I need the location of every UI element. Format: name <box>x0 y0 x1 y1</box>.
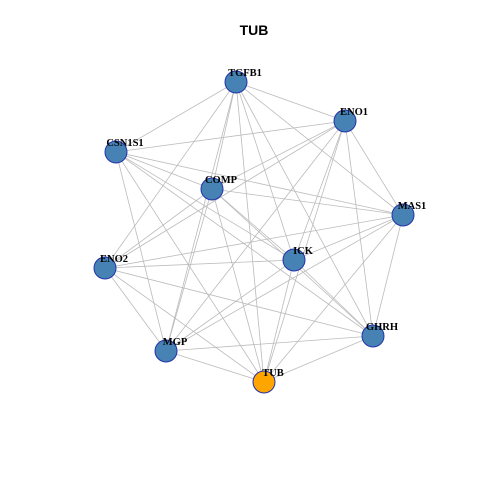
edge-comp-mgp <box>165 188 213 352</box>
node-label-comp: COMP <box>205 175 238 186</box>
node-mas1[interactable] <box>391 203 415 227</box>
edge-mas1-ghrh <box>372 214 404 337</box>
edge-mas1-eno2 <box>104 214 404 269</box>
edge-eno1-ick <box>293 120 346 261</box>
edge-ghrh-mgp <box>165 335 374 352</box>
node-label-eno1: ENO1 <box>340 107 368 118</box>
node-label-csn1s1: CSN1S1 <box>106 138 143 149</box>
node-label-mas1: MAS1 <box>398 201 427 212</box>
edge-tgfb1-mas1 <box>235 81 404 216</box>
edge-tgfb1-eno1 <box>235 81 346 122</box>
node-csn1s1[interactable] <box>104 140 128 164</box>
edge-comp-ick <box>211 188 295 261</box>
node-label-mgp: MGP <box>163 337 188 348</box>
edge-tgfb1-tub <box>235 81 265 383</box>
edge-tgfb1-ghrh <box>235 81 374 337</box>
edge-eno1-csn1s1 <box>115 120 346 153</box>
edge-eno1-ghrh <box>344 120 374 337</box>
edge-mgp-tub <box>165 350 265 383</box>
node-eno1[interactable] <box>333 109 357 133</box>
edge-tgfb1-eno2 <box>104 81 237 269</box>
edge-ick-tub <box>263 259 295 383</box>
edge-tgfb1-ick <box>235 81 295 261</box>
edge-mas1-ick <box>293 214 404 261</box>
edge-tgfb1-mgp <box>165 81 237 352</box>
edge-csn1s1-mas1 <box>115 151 404 216</box>
node-layer <box>93 70 415 394</box>
edge-csn1s1-comp <box>115 151 213 190</box>
node-ghrh[interactable] <box>361 324 385 348</box>
edge-csn1s1-mgp <box>115 151 167 352</box>
edge-comp-eno2 <box>104 188 213 269</box>
edge-layer <box>104 81 404 383</box>
edge-eno2-tub <box>104 267 265 383</box>
graph-title: TUB <box>240 22 269 38</box>
edge-ick-ghrh <box>293 259 374 337</box>
node-tgfb1[interactable] <box>224 70 248 94</box>
edge-eno2-mgp <box>104 267 167 352</box>
node-label-tgfb1: TGFB1 <box>228 68 262 79</box>
edge-eno2-ick <box>104 259 295 269</box>
node-eno2[interactable] <box>93 256 117 280</box>
edge-mas1-mgp <box>165 214 404 352</box>
edge-comp-mas1 <box>211 188 404 216</box>
node-ick[interactable] <box>282 248 306 272</box>
edge-tgfb1-comp <box>211 81 237 190</box>
edge-comp-tub <box>211 188 265 383</box>
edge-csn1s1-ick <box>115 151 295 261</box>
edge-eno1-eno2 <box>104 120 346 269</box>
node-label-ghrh: GHRH <box>366 322 398 333</box>
node-label-eno2: ENO2 <box>100 254 128 265</box>
edge-csn1s1-ghrh <box>115 151 374 337</box>
edge-eno2-ghrh <box>104 267 374 337</box>
edge-eno1-mgp <box>165 120 346 352</box>
edge-eno1-tub <box>263 120 346 383</box>
node-label-ick: ICK <box>293 246 314 257</box>
node-comp[interactable] <box>200 177 224 201</box>
node-tub[interactable] <box>252 370 276 394</box>
node-label-tub: TUB <box>262 368 284 379</box>
edge-eno1-mas1 <box>344 120 404 216</box>
edge-ick-mgp <box>165 259 295 352</box>
node-mgp[interactable] <box>154 339 178 363</box>
edge-tgfb1-csn1s1 <box>115 81 237 153</box>
edge-ghrh-tub <box>263 335 374 383</box>
